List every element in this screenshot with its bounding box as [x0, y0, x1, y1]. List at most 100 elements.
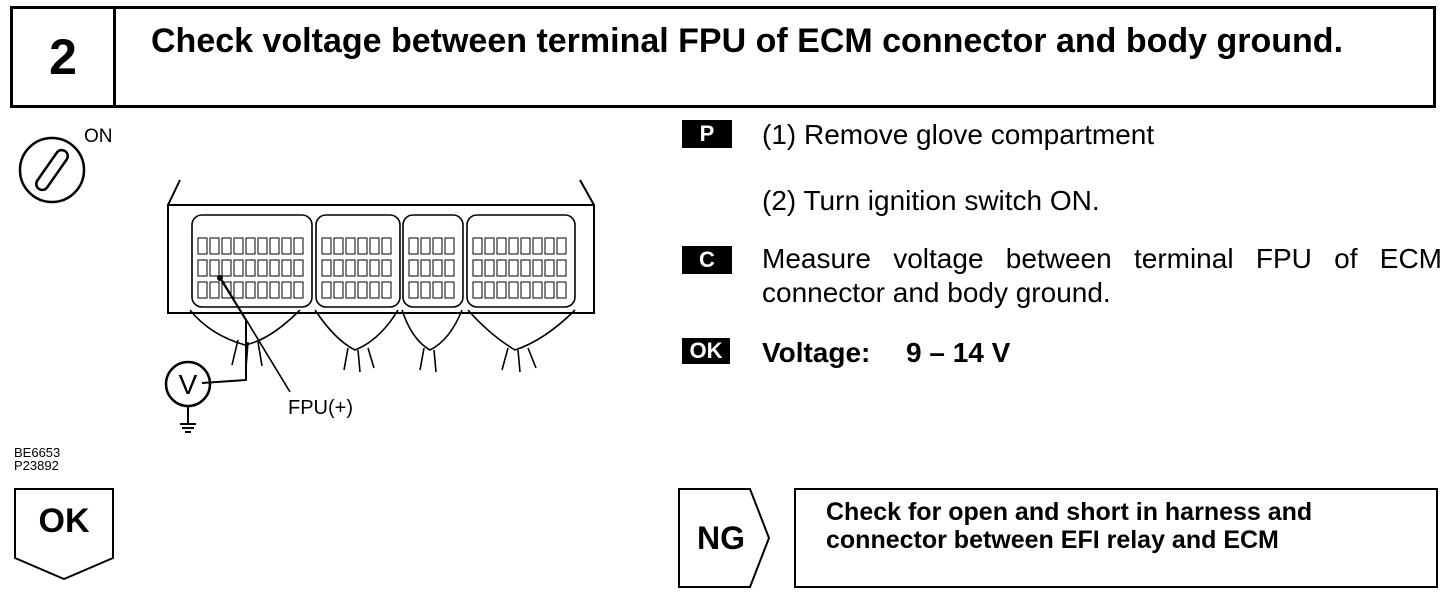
- connector-pin: [197, 237, 208, 255]
- connector-pin: [496, 259, 507, 277]
- connector-pin: [233, 259, 244, 277]
- connector-pin: [532, 259, 543, 277]
- connector-pin: [544, 237, 555, 255]
- connector-pin: [197, 281, 208, 299]
- connector-pin: [484, 259, 495, 277]
- connector-pin: [381, 259, 392, 277]
- voltmeter-label: V: [179, 369, 198, 400]
- connector-pin: [281, 259, 292, 277]
- connector-pin: [444, 281, 455, 299]
- voltmeter-icon: V: [164, 360, 212, 433]
- connector-pin: [369, 259, 380, 277]
- connector-pin: [333, 259, 344, 277]
- ng-action-box: Check for open and short in harness and …: [794, 488, 1438, 588]
- connector-pin: [496, 237, 507, 255]
- connector-pin: [556, 237, 567, 255]
- connector-pin: [209, 259, 220, 277]
- figure-code: P23892: [14, 458, 59, 473]
- connector-pin: [444, 237, 455, 255]
- connector-pin: [245, 281, 256, 299]
- connector-pin: [293, 281, 304, 299]
- connector-pin: [520, 259, 531, 277]
- connector-pin: [293, 237, 304, 255]
- connector-pin: [544, 259, 555, 277]
- ok-voltage-value: 9 – 14 V: [906, 337, 1011, 368]
- right-arrow-box-icon: [678, 488, 770, 588]
- figure-code: BE6653: [14, 445, 61, 460]
- ng-result-label: NG: [697, 520, 745, 556]
- step-number: 2: [13, 9, 116, 105]
- connector-pin: [269, 237, 280, 255]
- connector-pin: [345, 259, 356, 277]
- connector-pin: [472, 237, 483, 255]
- ecm-connector-diagram: [167, 179, 595, 393]
- connector-pin: [333, 281, 344, 299]
- connector-pin: [381, 281, 392, 299]
- connector-pin: [369, 281, 380, 299]
- ng-result-box: NG: [678, 488, 770, 588]
- connector-pin: [209, 281, 220, 299]
- prep-step-2: (2) Turn ignition switch ON.: [762, 185, 1100, 216]
- connector-pin: [420, 259, 431, 277]
- connector-pin: [408, 237, 419, 255]
- connector-pin: [257, 259, 268, 277]
- connector-pin: [245, 237, 256, 255]
- connector-pin: [345, 281, 356, 299]
- connector-pin: [321, 259, 332, 277]
- connector-pin: [293, 259, 304, 277]
- connector-pin: [432, 281, 443, 299]
- connector-pin: [321, 237, 332, 255]
- connector-pin: [245, 259, 256, 277]
- figure-codes: BE6653 P23892: [14, 446, 60, 472]
- connector-pin: [420, 281, 431, 299]
- connector-pin: [269, 281, 280, 299]
- ok-voltage-label: Voltage:: [762, 337, 871, 368]
- connector-pin: [520, 281, 531, 299]
- connector-pin: [484, 237, 495, 255]
- connector-pin: [556, 259, 567, 277]
- prep-step-1: (1) Remove glove compartment: [762, 119, 1155, 150]
- connector-pin: [197, 259, 208, 277]
- connector-pin: [209, 237, 220, 255]
- check-text: Measure voltage between terminal FPU of …: [762, 243, 1442, 308]
- connector-pin: [233, 237, 244, 255]
- connector-pin: [544, 281, 555, 299]
- step-title: Check voltage between terminal FPU of EC…: [151, 22, 1344, 60]
- connector-pin: [257, 281, 268, 299]
- connector-pin: [333, 237, 344, 255]
- step-header: 2 Check voltage between terminal FPU of …: [10, 6, 1436, 108]
- connector-pin: [381, 237, 392, 255]
- check-badge: C: [682, 246, 732, 274]
- connector-pin: [508, 237, 519, 255]
- connector-pin: [281, 237, 292, 255]
- ng-action-text: Check for open and short in harness and …: [826, 498, 1313, 554]
- connector-pin: [221, 237, 232, 255]
- ok-badge: OK: [682, 338, 730, 364]
- connector-pin: [520, 237, 531, 255]
- connector-pin: [221, 281, 232, 299]
- connector-pin: [369, 237, 380, 255]
- connector-pin: [357, 281, 368, 299]
- connector-pin: [432, 259, 443, 277]
- ignition-switch-icon: [18, 136, 86, 204]
- connector-pin: [472, 259, 483, 277]
- ok-result-box: OK: [14, 488, 114, 580]
- connector-pin: [321, 281, 332, 299]
- connector-pin: [345, 237, 356, 255]
- connector-pin: [444, 259, 455, 277]
- ok-result-label: OK: [38, 502, 90, 540]
- prep-badge: P: [682, 120, 732, 148]
- connector-pin: [233, 281, 244, 299]
- down-arrow-box-icon: [14, 488, 114, 580]
- connector-pin: [420, 237, 431, 255]
- connector-pin: [357, 237, 368, 255]
- connector-pin: [257, 237, 268, 255]
- connector-pin: [496, 281, 507, 299]
- connector-pin: [484, 281, 495, 299]
- connector-pin: [532, 237, 543, 255]
- fpu-terminal-label: FPU(+): [288, 397, 353, 419]
- ignition-on-label: ON: [84, 126, 113, 147]
- connector-pin: [508, 259, 519, 277]
- connector-pin: [281, 281, 292, 299]
- connector-pin: [269, 259, 280, 277]
